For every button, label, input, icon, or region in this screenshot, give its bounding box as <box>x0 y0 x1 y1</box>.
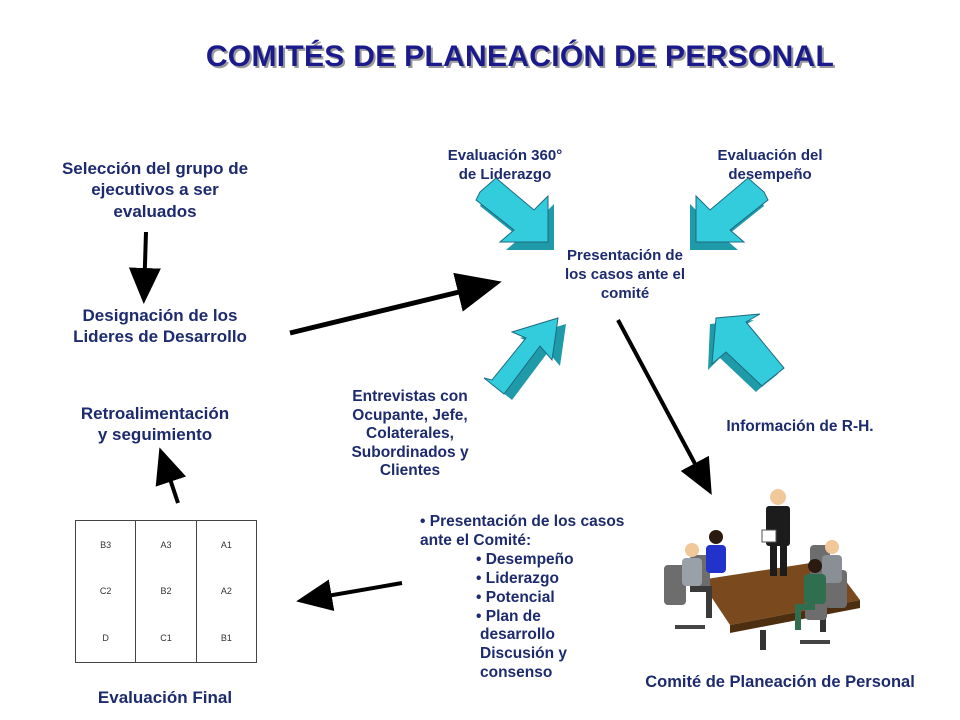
presentation-bullets: • Presentación de los casos ante el Comi… <box>420 513 635 683</box>
node-entrevistas-line: Colaterales, <box>366 425 454 443</box>
node-retroalimentacion: Retroalimentación y seguimiento <box>40 403 270 446</box>
bullet-tail: consenso <box>480 664 553 682</box>
node-presentacion: Presentación de los casos ante el comité <box>525 247 725 303</box>
meeting-illustration <box>664 489 860 650</box>
arrow-presentacion-to-comite <box>616 319 712 496</box>
node-evaluacion-final: Evaluación Final <box>97 688 233 707</box>
node-seleccion-line: ejecutivos a ser <box>91 180 219 200</box>
node-entrevistas-line: Clientes <box>379 462 441 480</box>
node-entrevistas-line: Entrevistas con <box>352 388 468 405</box>
node-desempeno-line: Evaluación del <box>717 147 823 164</box>
bullet-item: • Desempeño <box>476 550 574 568</box>
node-informacion-rh: Información de R-H. <box>726 418 874 435</box>
grid-row: B3 A3 A1 <box>74 520 258 569</box>
node-retro-line: Retroalimentación <box>80 404 230 423</box>
bullet-tail: desarrollo <box>480 626 555 644</box>
arrow-designacion-to-presentacion <box>289 272 502 336</box>
bullet-item: • Plan de <box>476 607 541 625</box>
node-seleccion-line: Selección del grupo de <box>61 159 249 178</box>
node-evaluacion-360: Evaluación 360° de Liderazgo <box>405 147 605 185</box>
cyan-arrow-informacion-rh <box>708 313 785 392</box>
node-entrevistas: Entrevistas con Ocupante, Jefe, Colatera… <box>320 388 500 481</box>
grid-cell: C1 <box>135 614 197 663</box>
node-designacion: Designación de los Lideres de Desarrollo <box>30 305 290 348</box>
node-designacion-line: Lideres de Desarrollo <box>73 327 247 347</box>
node-entrevistas-line: Ocupante, Jefe, <box>352 406 468 424</box>
node-presentacion-line: Presentación de <box>567 247 683 264</box>
node-entrevistas-line: Subordinados y <box>351 443 469 461</box>
bullet-item: • Liderazgo <box>476 569 559 587</box>
nine-box-table: B3 A3 A1 C2 B2 A2 D C1 B1 <box>74 520 258 663</box>
nine-box-grid: B3 A3 A1 C2 B2 A2 D C1 B1 <box>74 520 258 663</box>
node-designacion-line: Designación de los <box>82 306 238 325</box>
grid-cell: A2 <box>195 568 258 615</box>
node-retro-line: y seguimiento <box>97 425 213 445</box>
arrow-bullets-to-grid <box>296 579 403 611</box>
grid-row: C2 B2 A2 <box>74 568 258 615</box>
cyan-arrow-entrevistas <box>483 317 566 400</box>
node-presentacion-line: comité <box>600 284 650 302</box>
grid-cell: B3 <box>74 520 137 569</box>
bullet-item: • Potencial <box>476 588 555 606</box>
grid-row: D C1 B1 <box>74 614 258 663</box>
grid-cell: B1 <box>195 614 258 663</box>
node-seleccion-line: evaluados <box>113 201 197 221</box>
node-eval360-line: de Liderazgo <box>458 165 552 183</box>
node-eval360-line: Evaluación 360° <box>447 147 563 164</box>
bullet-tail: Discusión y <box>480 645 567 663</box>
page-title: COMITÉS DE PLANEACIÓN DE PERSONAL <box>205 40 835 73</box>
cyan-arrow-evaluacion-360 <box>475 177 554 250</box>
node-presentacion-line: los casos ante el <box>564 265 686 283</box>
cyan-arrow-evaluacion-desempeno <box>690 177 769 250</box>
grid-cell: A1 <box>195 520 258 569</box>
grid-cell: B2 <box>135 568 197 615</box>
arrow-grid-to-retro <box>155 447 187 504</box>
grid-cell: A3 <box>135 520 197 569</box>
grid-cell: D <box>74 614 137 663</box>
grid-cell: C2 <box>74 568 137 615</box>
bullet-lead: • Presentación de los casos ante el Comi… <box>420 513 625 549</box>
node-comite: Comité de Planeación de Personal <box>645 673 915 691</box>
node-seleccion: Selección del grupo de ejecutivos a ser … <box>30 158 280 222</box>
arrow-seleccion-to-designacion <box>128 231 161 304</box>
